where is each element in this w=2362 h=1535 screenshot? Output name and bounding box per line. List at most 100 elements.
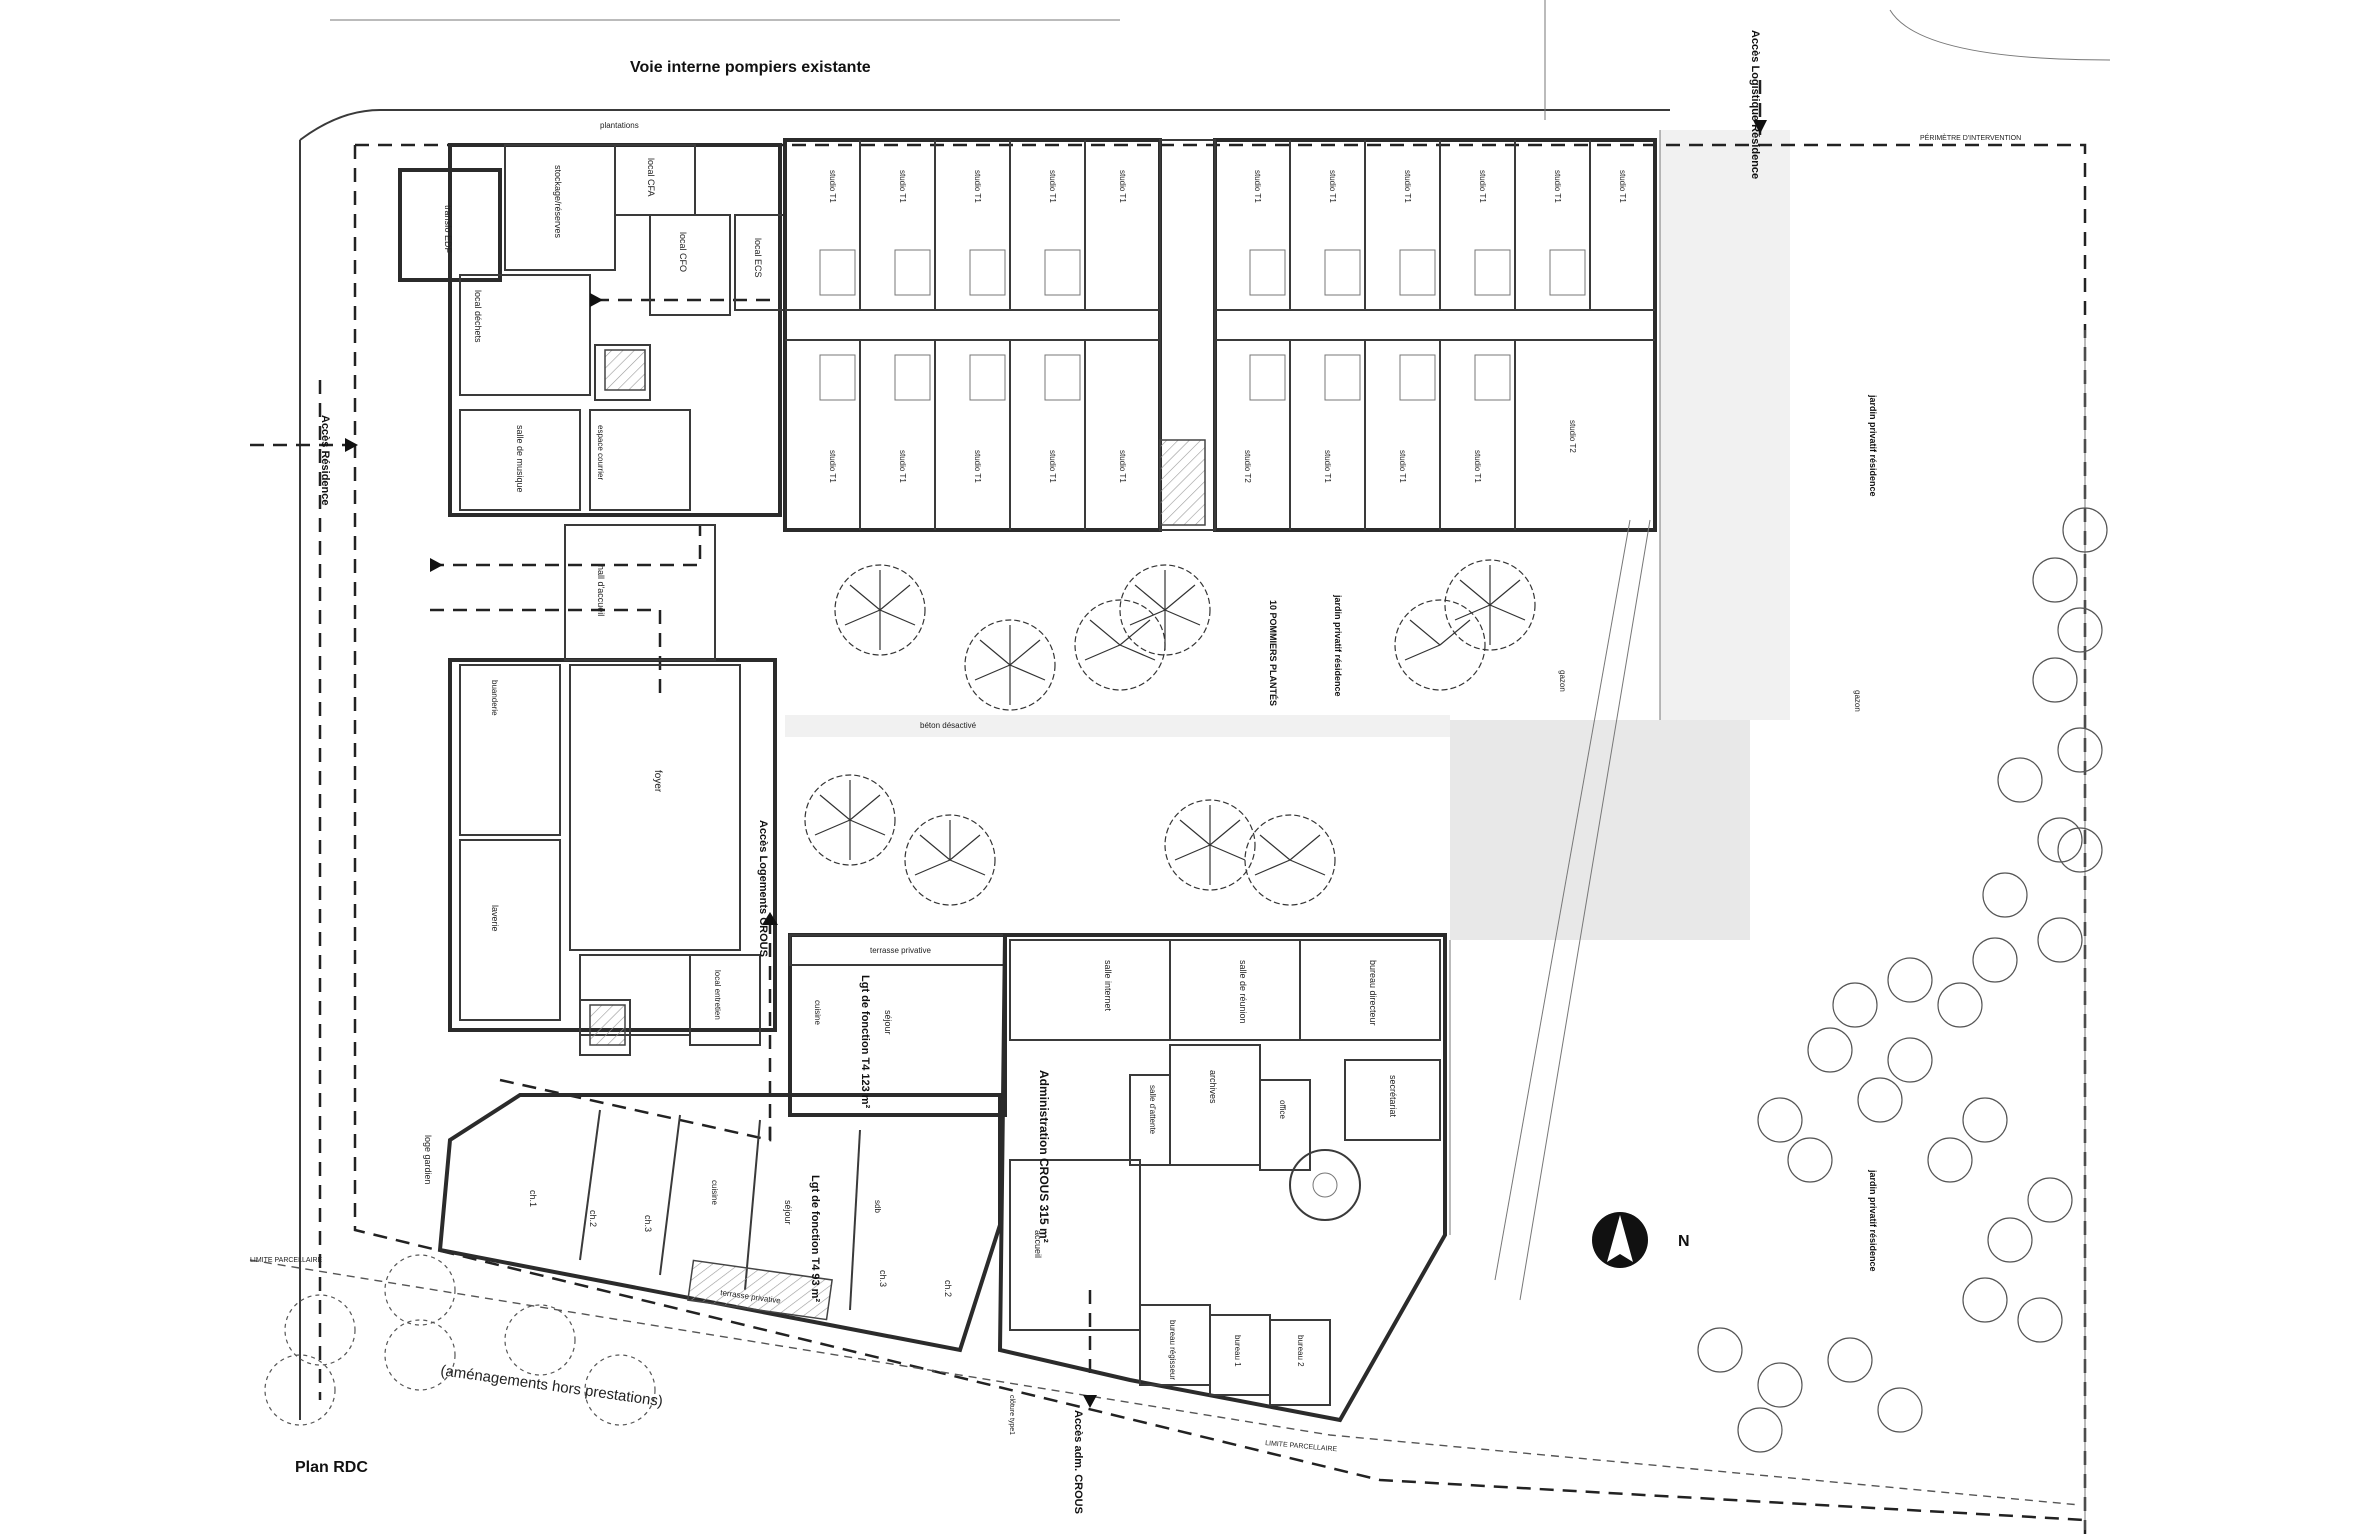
salle-internet-label: salle internet (1103, 960, 1113, 1012)
plan-title: Plan RDC (295, 1459, 368, 1476)
studio-label: studio T2 (1243, 450, 1252, 483)
cuisine-label: cuisine (710, 1180, 719, 1205)
studio-label: studio T1 (1253, 170, 1262, 203)
north-label: N (1678, 1233, 1690, 1250)
studio-label: studio T1 (1048, 450, 1057, 483)
access-route-inner-3 (430, 608, 662, 700)
perimetre-label: PÉRIMÈTRE D'INTERVENTION (1920, 133, 2021, 142)
room-bureau-directeur (1299, 939, 1441, 1041)
room-entretien (689, 954, 761, 1046)
admin-label: Administration CROUS 315 m² (1037, 1070, 1051, 1243)
stair-1 (594, 344, 651, 401)
studio-label: studio T1 (973, 450, 982, 483)
studio-partitions (859, 140, 1591, 530)
cloture-label: clôture type1 (1008, 1395, 1015, 1435)
accueil-label: accueil (1033, 1230, 1043, 1258)
existing-trees-southwest (264, 1254, 656, 1426)
room-hall-label: hall d'accueil (596, 565, 606, 616)
studio-bathrooms (819, 249, 1586, 401)
room-cfo-label: local CFO (678, 232, 688, 272)
room-edf-label: transfo EDF (443, 205, 453, 254)
ch3-label: ch.3 (643, 1215, 653, 1232)
lgt-partition-3 (744, 1119, 761, 1291)
diagonal-path-1 (1494, 519, 1631, 1281)
beton-area (785, 715, 1450, 737)
north-arrow (1592, 1212, 1648, 1268)
jardin-label-courtyard: jardin privatif résidence (1333, 594, 1343, 697)
east-lawn (1660, 130, 1790, 720)
lgt-t4-123-label: Lgt de fonction T4 123 m² (859, 975, 871, 1109)
perimetre-intervention-west (353, 145, 2086, 1522)
apple-trees (804, 559, 1536, 906)
trees-label: 10 POMMIERS PLANTÉS (1268, 600, 1278, 706)
stair-core (1159, 439, 1206, 526)
ch1-label: ch.1 (528, 1190, 538, 1207)
terrasse-label-north: terrasse privative (870, 946, 931, 955)
existing-trees-east (1697, 507, 2108, 1453)
room-foyer (569, 664, 741, 951)
room-foyer-label: foyer (652, 770, 663, 793)
room-office (1259, 1079, 1311, 1171)
lgt-partition-2 (659, 1114, 681, 1276)
room-logegardien-label: loge gardien (423, 1135, 433, 1185)
salle-reunion-label: salle de réunion (1238, 960, 1248, 1024)
room-cfa-label: local CFA (646, 158, 656, 197)
room-cfo (649, 214, 731, 316)
ch2-b-label: ch.2 (943, 1280, 953, 1297)
access-crous-admin-label: Accès adm. CROUS (1072, 1410, 1084, 1514)
limite-label: LIMITE PARCELLAIRE (250, 1257, 323, 1264)
limite-parcellaire-line (249, 1259, 2081, 1506)
studio-label: studio T1 (1618, 170, 1627, 203)
studio-wing-west (783, 138, 1162, 532)
gazon-label-east: gazon (1853, 690, 1862, 712)
room-salle-attente (1129, 1074, 1171, 1166)
room-salle-reunion (1169, 939, 1301, 1041)
secretariat-label: secrétariat (1388, 1075, 1398, 1118)
spiral-stair-inner (1312, 1172, 1338, 1198)
diagonal-path-2 (1519, 519, 1651, 1301)
room-archives (1169, 1044, 1261, 1166)
lgt-t4-93-label: Lgt de fonction T4 93 m² (809, 1175, 821, 1302)
circulation-core (1159, 139, 1216, 531)
outside-note: (aménagements hors prestations) (439, 1362, 663, 1410)
room-accueil (1009, 1159, 1141, 1331)
room-lgt-t4-123 (788, 933, 1007, 1117)
room-dechets-label: local déchets (473, 290, 483, 343)
studio-label: studio T1 (1553, 170, 1562, 203)
studio-label: studio T1 (1328, 170, 1337, 203)
studio-label: studio T1 (1403, 170, 1412, 203)
room-musique-label: salle de musique (515, 425, 525, 493)
archives-label: archives (1208, 1070, 1218, 1104)
block-administration (997, 933, 1447, 1423)
lift-1 (604, 349, 646, 391)
studio-labels: studio T1 studio T1 studio T1 studio T1 … (828, 170, 1627, 483)
limite-label-2: LIMITE PARCELLAIRE (1265, 1440, 1338, 1453)
salle-attente-label: salle d'attente (1148, 1085, 1157, 1135)
sejour-label: séjour (783, 1200, 793, 1225)
sdb-label: sdb (873, 1200, 882, 1213)
access-crous-housing-label: Accès Logements CROUS (757, 820, 769, 957)
studio-label: studio T1 (1118, 170, 1127, 203)
room-entretien-label: local entretien (713, 970, 722, 1020)
room-dechets (459, 274, 591, 396)
studio-label: studio T1 (1398, 450, 1407, 483)
room-laverie-label: laverie (490, 905, 500, 932)
jardin-label-east: jardin privatif résidence (1868, 394, 1878, 497)
room-musique (459, 409, 581, 511)
lgt-partition-4 (849, 1129, 861, 1311)
lgt-partition-1 (579, 1109, 601, 1261)
jardin-label-southeast: jardin privatif résidence (1868, 1169, 1878, 1272)
room-laverie (459, 839, 561, 1021)
beton-label: béton désactivé (920, 721, 977, 730)
room-secretariat (1344, 1059, 1441, 1141)
terrasse-privative-south (687, 1259, 833, 1321)
plantations-label: plantations (600, 121, 639, 130)
room-salle-internet (1009, 939, 1171, 1041)
ch2-label: ch.2 (588, 1210, 598, 1227)
gazon-label: gazon (1558, 670, 1567, 692)
access-route-inner-4 (499, 1078, 772, 1142)
bureau2-label: bureau 2 (1296, 1335, 1305, 1367)
studio-label: studio T1 (828, 450, 837, 483)
room-courrier (589, 409, 691, 511)
